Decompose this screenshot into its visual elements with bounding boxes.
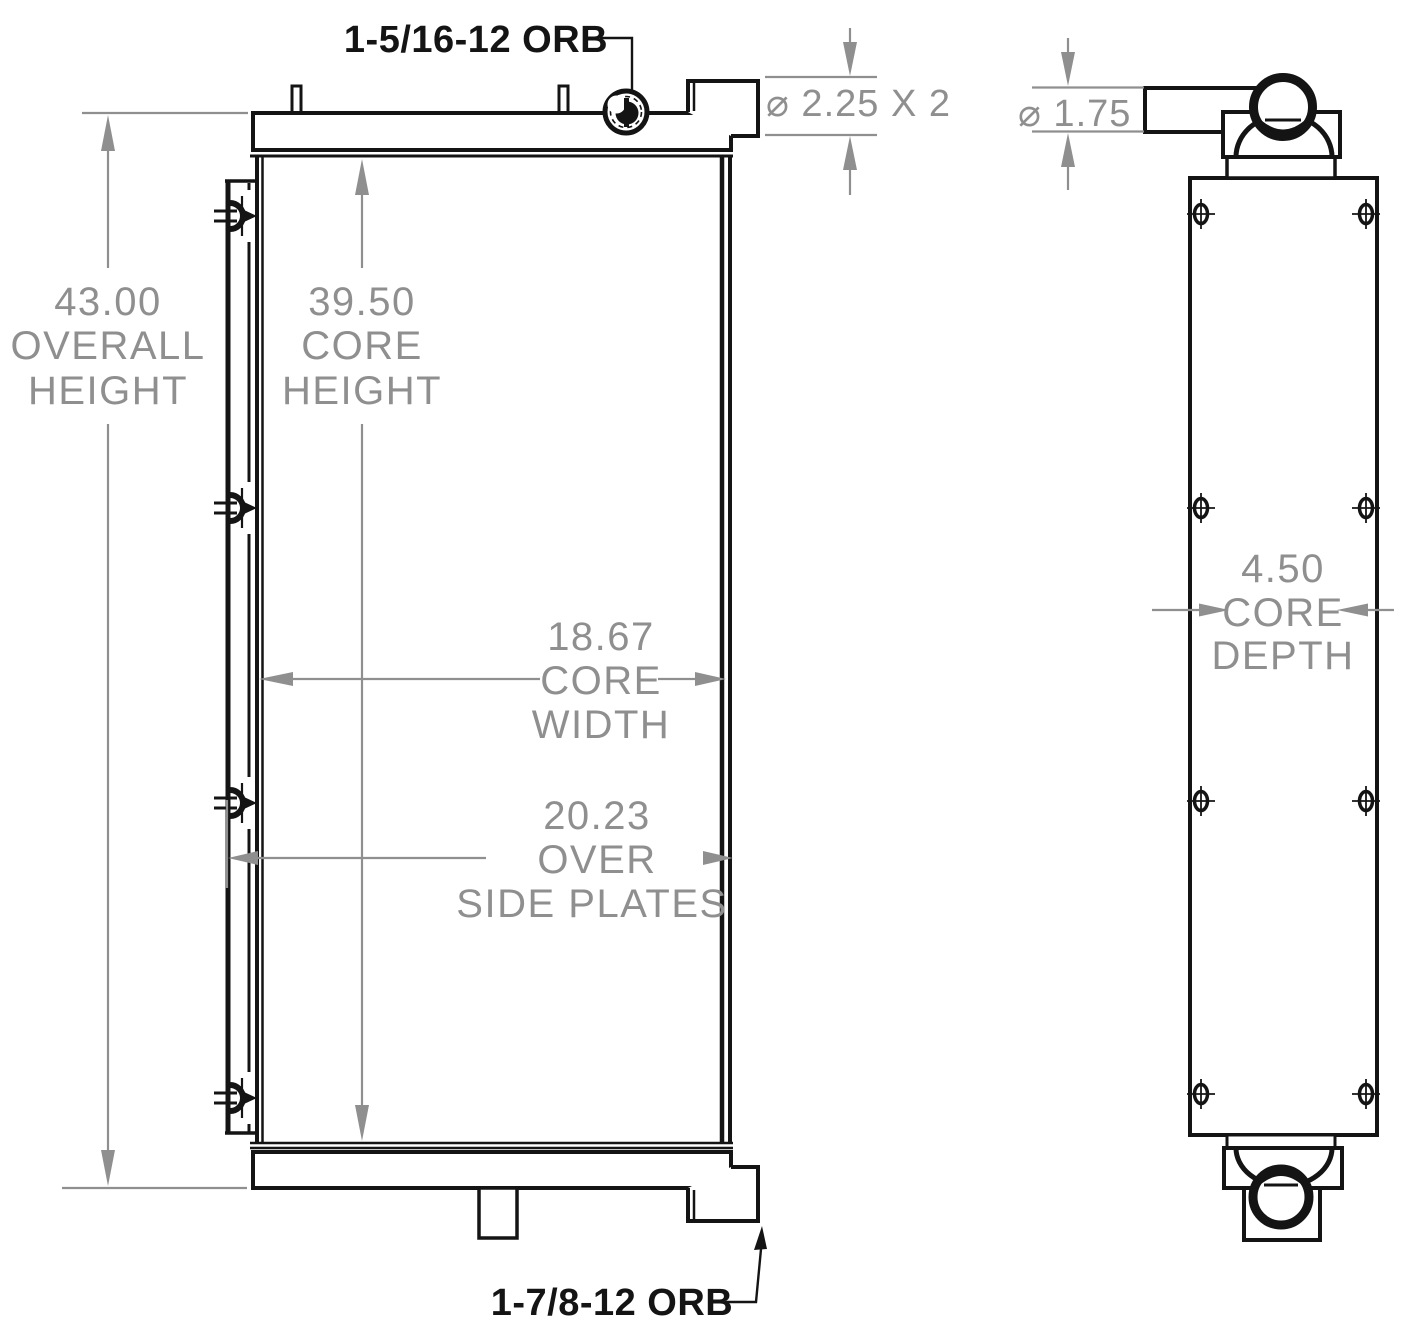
arrow-up-icon [101, 115, 115, 151]
mounting-clip [214, 196, 257, 236]
dim-text: SIDE PLATES [456, 882, 727, 926]
dim-text: ⌀ 1.75 [1018, 93, 1131, 135]
dim-text: ⌀ 2.25 X 2 [766, 83, 951, 125]
side-view-body [1188, 176, 1379, 1137]
dim-text: CORE [301, 324, 423, 368]
port-labels: 1-5/16-12 ORB 1-7/8-12 ORB [344, 19, 767, 1324]
mounting-clip [214, 1078, 257, 1118]
dim-text: 39.50 [308, 280, 416, 324]
top-tank [251, 111, 733, 152]
port-label-text: 1-5/16-12 ORB [344, 19, 608, 61]
dim-text: HEIGHT [282, 369, 442, 413]
dim-text: 4.50 [1241, 547, 1325, 591]
dim-overall-height: 43.00 OVERALL HEIGHT [10, 111, 248, 1190]
dim-core-height: 39.50 CORE HEIGHT [282, 159, 442, 1141]
arrow-down-icon [101, 1150, 115, 1186]
dim-text: HEIGHT [28, 369, 188, 413]
arrow-up-icon [843, 136, 857, 170]
arrow-up-icon [355, 159, 369, 195]
dim-core-depth: 4.50 CORE DEPTH [1152, 547, 1394, 678]
dim-text: OVERALL [10, 324, 205, 368]
bottom-tank [251, 1150, 733, 1190]
left-mounting-strip [214, 179, 257, 1135]
arrow-left-icon [259, 672, 293, 686]
side-bottom-port-arc [1259, 1173, 1303, 1185]
dim-text: DEPTH [1211, 634, 1354, 678]
front-view [214, 79, 760, 1240]
dim-text: 18.67 [547, 615, 655, 659]
dim-text: WIDTH [532, 703, 671, 747]
arrow-left-icon [1337, 603, 1368, 617]
arrow-right-icon [695, 672, 726, 686]
dim-core-width: 18.67 CORE WIDTH [259, 615, 726, 747]
side-view [1143, 73, 1382, 1242]
bottom-port-leader-line [725, 1248, 763, 1304]
top-pin-right [557, 84, 570, 115]
top-pin-left [290, 84, 303, 115]
dim-text: CORE [1222, 591, 1344, 635]
mounting-clip [214, 488, 257, 528]
side-bottom-port-ring [1248, 1164, 1314, 1230]
side-top-port-arc [1260, 120, 1306, 133]
dim-text: 43.00 [54, 280, 162, 324]
dim-top-port-diameter: ⌀ 2.25 X 2 [765, 28, 951, 195]
arrow-down-icon [1061, 52, 1075, 86]
dim-text: OVER [537, 838, 656, 882]
top-outlet-port [686, 79, 760, 138]
arrow-down-icon [843, 42, 857, 76]
arrow-right-icon [703, 851, 733, 865]
arrow-up-icon [754, 1226, 767, 1250]
bottom-outlet-port [686, 1165, 760, 1223]
port-label-text: 1-7/8-12 ORB [491, 1282, 734, 1324]
arrow-left-icon [228, 851, 258, 865]
top-port-leader-line [600, 36, 634, 91]
side-top-tier [1225, 155, 1337, 180]
dimensions: 43.00 OVERALL HEIGHT 39.50 CORE HEIGHT 1… [10, 28, 1394, 1190]
dim-over-side-plates: 20.23 OVER SIDE PLATES [225, 794, 733, 926]
arrow-up-icon [1061, 133, 1075, 167]
bottom-foot-bracket [477, 1186, 519, 1240]
dim-text: 20.23 [543, 794, 651, 838]
orb-boss-icon [602, 88, 650, 136]
dim-text: CORE [540, 659, 662, 703]
arrow-down-icon [355, 1105, 369, 1141]
top-port-label: 1-5/16-12 ORB [344, 19, 634, 91]
side-top-port-ring [1249, 73, 1317, 141]
bottom-port-label: 1-7/8-12 ORB [491, 1226, 767, 1324]
arrow-right-icon [1199, 603, 1229, 617]
dim-side-pipe-diameter: ⌀ 1.75 [1018, 38, 1144, 190]
mounting-clip [214, 783, 257, 823]
